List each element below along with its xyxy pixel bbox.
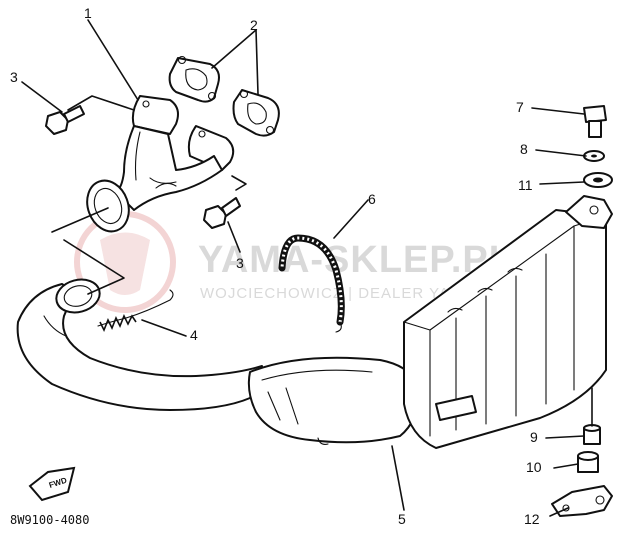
watermark-brand: YAMA-SKLEP.PL — [198, 239, 513, 281]
callout-7: 7 — [516, 99, 524, 115]
part-9-collar — [583, 424, 601, 445]
watermark: YAMA-SKLEP.PL WOJCIECHOWICZ | DEALER YAM… — [74, 211, 513, 313]
diagram-code: 8W9100-4080 — [10, 513, 89, 527]
part-10-damper — [577, 451, 599, 473]
leader-lines — [21, 19, 593, 517]
part-4-spring — [97, 289, 174, 332]
callout-4: 4 — [190, 327, 198, 343]
callout-10: 10 — [526, 459, 542, 475]
part-6-hose — [278, 234, 345, 333]
callout-3-left: 3 — [10, 69, 18, 85]
part-2-gasket-right — [232, 89, 280, 137]
callout-8: 8 — [520, 141, 528, 157]
part-7-bolt — [583, 105, 607, 138]
callout-6: 6 — [368, 191, 376, 207]
part-1-manifold — [86, 95, 235, 233]
part-2-gasket-left — [168, 55, 220, 103]
callout-labels: 1 2 3 3 4 5 6 7 8 11 9 10 12 — [10, 5, 542, 527]
callout-9: 9 — [530, 429, 538, 445]
part-3-bolt-center — [203, 197, 241, 229]
part-3-bolt-left — [45, 105, 85, 135]
callout-11: 11 — [518, 177, 533, 193]
callout-2: 2 — [250, 17, 258, 33]
callout-1: 1 — [84, 5, 92, 21]
callout-3-center: 3 — [236, 255, 244, 271]
callout-12: 12 — [524, 511, 540, 527]
fwd-arrow-icon: FWD — [28, 466, 76, 502]
watermark-subline: WOJCIECHOWICZ | DEALER YAMAHA — [200, 285, 497, 302]
part-8-washer — [583, 150, 605, 162]
part-11-washer — [583, 172, 613, 188]
part-5-exhaust-assembly — [16, 195, 613, 449]
callout-5: 5 — [398, 511, 406, 527]
